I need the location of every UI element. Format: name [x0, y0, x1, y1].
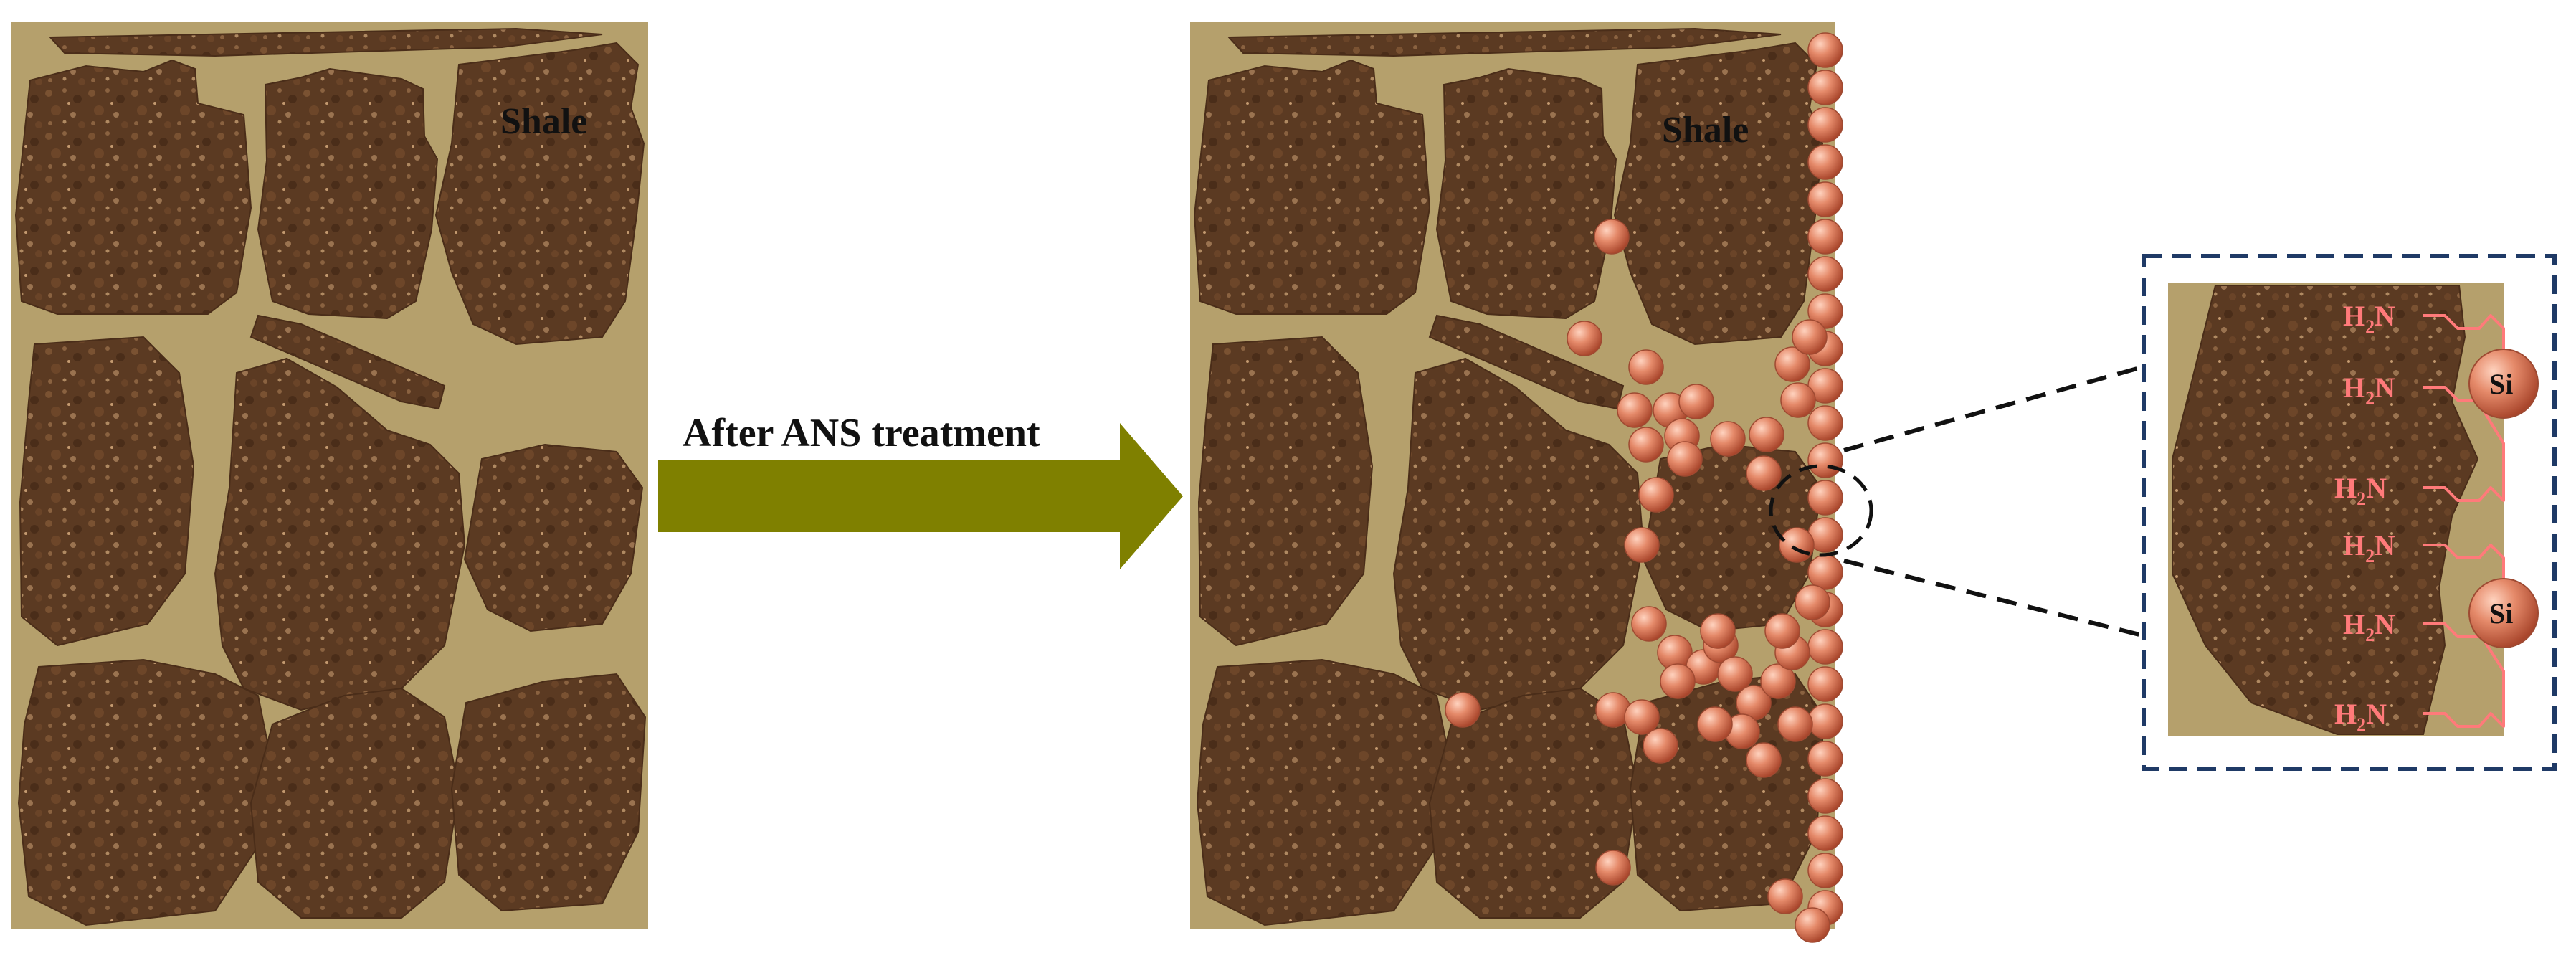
highlight-circle — [1769, 464, 1873, 557]
nanoparticle — [1807, 405, 1843, 441]
si-label: Si — [2489, 368, 2513, 400]
zoom-line-bottom — [1843, 559, 2143, 637]
left-shale-panel: Shale — [11, 22, 648, 929]
nanoparticle — [1807, 144, 1843, 180]
zoom-rock-grain — [2172, 285, 2479, 735]
nanoparticle — [1807, 554, 1843, 590]
amine-group-label: H2N — [2343, 529, 2395, 566]
nanoparticle — [1594, 219, 1630, 255]
nanoparticle — [1710, 421, 1746, 457]
right-rock-grains — [1194, 28, 1825, 926]
nanoparticle — [1795, 584, 1830, 620]
nanoparticle — [1777, 706, 1813, 742]
nanoparticle — [1807, 181, 1843, 217]
nanoparticle — [1643, 728, 1678, 764]
nanoparticle — [1779, 527, 1815, 563]
nanoparticle — [1807, 815, 1843, 851]
arrow-icon — [658, 423, 1183, 569]
nanoparticle — [1807, 666, 1843, 702]
nanoparticle — [1795, 907, 1830, 943]
nanoparticle — [1746, 455, 1782, 491]
nanoparticle — [1617, 392, 1653, 428]
treatment-arrow: After ANS treatment — [658, 411, 1183, 569]
nanoparticle — [1807, 629, 1843, 665]
alkyl-chain — [2423, 625, 2505, 728]
amine-group-label: H2N — [2334, 472, 2387, 509]
nanoparticle — [1638, 477, 1674, 513]
nanoparticle — [1749, 417, 1784, 452]
right-shale-panel: Shale — [1190, 22, 1873, 943]
alkyl-chain — [2423, 395, 2505, 502]
zoom-line-top — [1843, 365, 2143, 452]
nanoparticle — [1767, 878, 1803, 914]
ans-nanoparticles — [1445, 32, 1843, 943]
si-label: Si — [2489, 597, 2513, 630]
nanoparticle — [1567, 321, 1602, 356]
nanoparticle — [1746, 742, 1782, 778]
left-shale-label: Shale — [500, 101, 587, 142]
nanoparticle — [1628, 427, 1664, 463]
silica-sphere — [2468, 349, 2539, 419]
nanoparticle — [1774, 346, 1810, 382]
nanoparticle — [1807, 32, 1843, 68]
nanoparticle — [1678, 384, 1714, 419]
amine-group-label: H2N — [2343, 371, 2395, 409]
nanoparticle — [1807, 107, 1843, 143]
right-shale-label: Shale — [1662, 110, 1749, 151]
amine-group-label: H2N — [2334, 698, 2387, 735]
arrow-label: After ANS treatment — [683, 411, 1040, 455]
nanoparticle — [1717, 656, 1753, 692]
nanoparticle — [1624, 527, 1660, 563]
nanoparticle — [1807, 256, 1843, 292]
nanoparticle — [1631, 606, 1667, 642]
nanoparticle — [1595, 850, 1631, 886]
nanoparticle — [1660, 663, 1696, 699]
nanoparticle — [1445, 692, 1481, 728]
nanoparticle — [1697, 706, 1733, 742]
nanoparticle — [1807, 293, 1843, 329]
nanoparticle — [1667, 441, 1703, 477]
nanoparticle — [1807, 778, 1843, 814]
nanoparticle — [1700, 613, 1736, 649]
nanoparticle — [1807, 480, 1843, 516]
amine-group-label: H2N — [2343, 608, 2395, 645]
nanoparticle — [1807, 442, 1843, 478]
left-rock-grains — [15, 28, 646, 926]
silica-sphere — [2468, 578, 2539, 648]
nanoparticle — [1780, 382, 1816, 418]
nanoparticle — [1807, 853, 1843, 888]
nanoparticle — [1792, 319, 1828, 355]
nanoparticle — [1764, 613, 1800, 649]
nanoparticle — [1628, 349, 1664, 385]
amine-group-label: H2N — [2343, 300, 2395, 337]
nanoparticle — [1807, 219, 1843, 255]
nanoparticle — [1760, 663, 1796, 699]
nanoparticle — [1807, 70, 1843, 105]
nanoparticle — [1807, 703, 1843, 739]
nanoparticle — [1624, 699, 1660, 735]
nanoparticle — [1807, 741, 1843, 777]
